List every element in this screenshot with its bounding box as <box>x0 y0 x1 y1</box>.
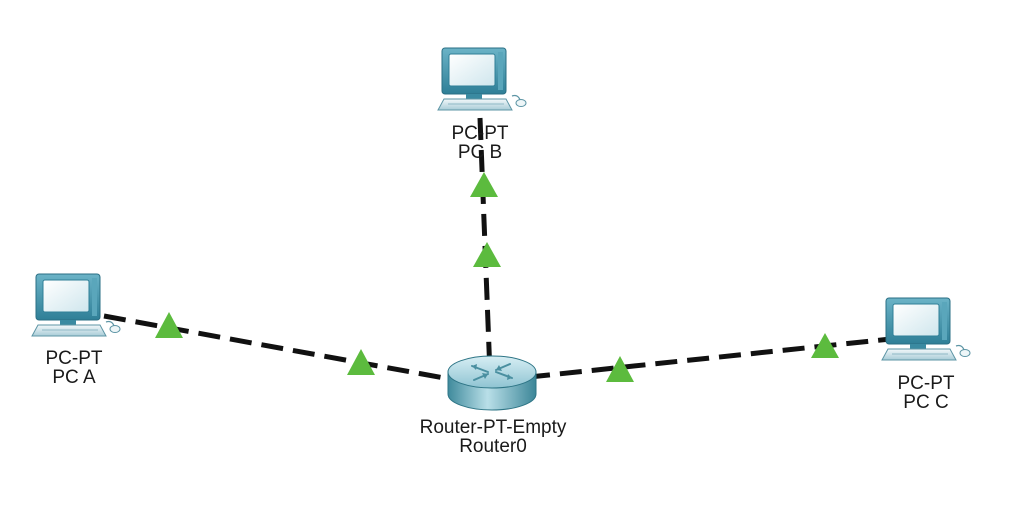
router-icon <box>447 355 537 411</box>
link-status-up-icon <box>155 312 183 338</box>
pc-icon <box>881 297 971 361</box>
link-status-up-icon <box>470 172 498 197</box>
device-pc-a[interactable] <box>30 272 122 348</box>
link-status-up-icon <box>473 242 501 267</box>
link-pcb-router0[interactable] <box>470 117 501 375</box>
device-pc-b[interactable] <box>436 46 528 122</box>
pc-icon <box>437 47 527 111</box>
link-pcc-router0[interactable] <box>519 333 901 382</box>
link-status-up-icon <box>606 356 634 382</box>
link-status-up-icon <box>811 333 839 358</box>
device-pc-c[interactable] <box>880 296 972 372</box>
link-status-up-icon <box>347 349 375 375</box>
link-pca-router0[interactable] <box>103 312 489 389</box>
device-router0[interactable] <box>444 352 540 416</box>
pc-icon <box>31 273 121 337</box>
